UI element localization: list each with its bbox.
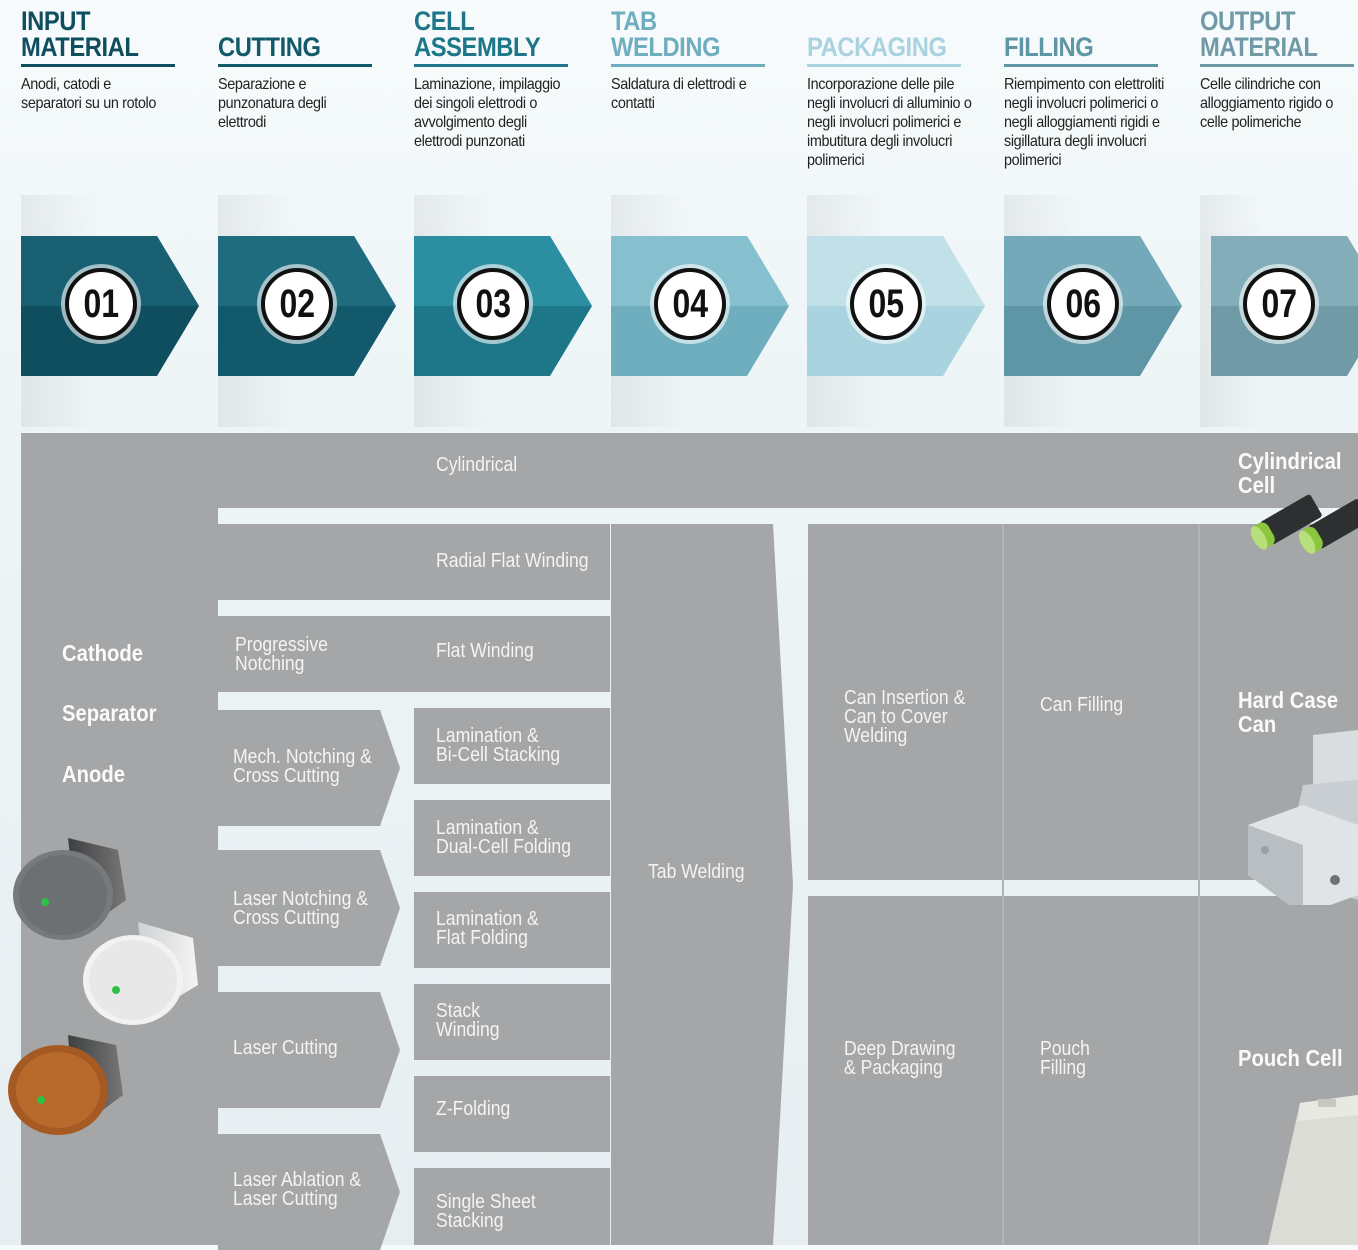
assembly-label: Single Sheet Stacking	[436, 1191, 536, 1232]
step-title: PACKAGING	[807, 32, 947, 62]
title-rule	[1200, 64, 1354, 67]
pouch-cell-icon	[1268, 1095, 1358, 1245]
cylindrical-cell-icon	[1250, 494, 1358, 554]
assembly-box	[414, 708, 610, 784]
cutting-progressive	[218, 616, 414, 692]
cutting-chevrons	[218, 710, 400, 1250]
packaging-label: Deep Drawing & Packaging	[844, 1038, 956, 1079]
cutting-label: Mech. Notching & Cross Cutting	[233, 746, 372, 787]
assembly-label: Z-Folding	[436, 1098, 511, 1120]
step-number-1: 01	[65, 268, 137, 340]
output-label-cylindrical: Cylindrical Cell	[1238, 448, 1342, 498]
filling-label: Pouch Filling	[1040, 1038, 1090, 1079]
assembly-label: Lamination & Bi-Cell Stacking	[436, 725, 561, 766]
step-header-5: PACKAGING Incorporazione delle pile negl…	[807, 8, 993, 170]
step-header-1: INPUT MATERIAL Anodi, catodi e separator…	[21, 8, 207, 113]
step-title: CUTTING	[218, 32, 321, 62]
assembly-box	[414, 616, 610, 692]
input-label-separator: Separator	[62, 700, 157, 726]
title-rule	[21, 64, 175, 67]
input-label-cathode: Cathode	[62, 640, 143, 666]
step-description: Anodi, catodi e separatori su un rotolo	[21, 76, 157, 112]
step-number-4: 04	[654, 268, 726, 340]
cutting-label: Laser Ablation & Laser Cutting	[233, 1169, 362, 1210]
material-rolls-icon	[8, 838, 198, 1135]
step-description: Separazione e punzonatura degli elettrod…	[218, 76, 327, 131]
step-number-5: 05	[850, 268, 922, 340]
assembly-label: Radial Flat Winding	[436, 550, 589, 572]
step-title: OUTPUT MATERIAL	[1200, 6, 1318, 62]
assembly-label: Flat Winding	[436, 640, 534, 662]
assembly-label: Stack Winding	[436, 1000, 500, 1041]
step-header-6: FILLING Riempimento con elettroliti negl…	[1004, 8, 1190, 170]
step-header-3: CELL ASSEMBLY Laminazione, impilaggio de…	[414, 8, 600, 151]
cutting-label: Laser Cutting	[233, 1037, 338, 1059]
assembly-box	[414, 1076, 610, 1152]
title-rule	[611, 64, 765, 67]
title-rule	[414, 64, 568, 67]
step-number-2: 02	[261, 268, 333, 340]
assembly-box	[414, 984, 610, 1060]
step-number-3: 03	[457, 268, 529, 340]
column-gap	[1002, 524, 1004, 1245]
step-description: Saldatura di elettrodi e contatti	[611, 76, 747, 112]
assembly-box	[414, 892, 610, 968]
step-title: FILLING	[1004, 32, 1094, 62]
cutting-blank	[218, 524, 414, 600]
step-header-2: CUTTING Separazione e punzonatura degli …	[218, 8, 404, 132]
step-header-7: OUTPUT MATERIAL Celle cilindriche con al…	[1200, 8, 1358, 132]
title-rule	[1004, 64, 1158, 67]
title-rule	[218, 64, 372, 67]
step-number-6: 06	[1047, 268, 1119, 340]
step-description: Celle cilindriche con alloggiamento rigi…	[1200, 76, 1333, 131]
cutting-label: Laser Notching & Cross Cutting	[233, 888, 369, 929]
cutting-label: Progressive Notching	[235, 634, 328, 675]
step-description: Incorporazione delle pile negli involucr…	[807, 76, 972, 169]
tab-welding-label: Tab Welding	[648, 861, 745, 883]
step-number-7: 07	[1243, 268, 1315, 340]
cylindrical-band	[218, 433, 1358, 508]
title-rule	[807, 64, 961, 67]
output-label-pouch: Pouch Cell	[1238, 1045, 1343, 1071]
step-title: INPUT MATERIAL	[21, 6, 139, 62]
column-gap	[1198, 524, 1200, 1245]
assembly-label: Cylindrical	[436, 454, 518, 476]
assembly-box	[414, 800, 610, 876]
step-header-4: TAB WELDING Saldatura di elettrodi e con…	[611, 8, 797, 113]
packaging-pouch	[808, 896, 1358, 1245]
assembly-label: Lamination & Dual-Cell Folding	[436, 817, 571, 858]
assembly-box	[414, 524, 610, 600]
input-label-anode: Anode	[62, 761, 125, 787]
step-description: Laminazione, impilaggio dei singoli elet…	[414, 76, 561, 150]
assembly-box	[414, 1168, 610, 1245]
step-description: Riempimento con elettroliti negli involu…	[1004, 76, 1164, 169]
step-title: TAB WELDING	[611, 6, 721, 62]
tab-welding-arrow	[611, 524, 793, 1245]
packaging-label: Can Insertion & Can to Cover Welding	[844, 687, 966, 747]
assembly-label: Lamination & Flat Folding	[436, 908, 539, 949]
filling-label: Can Filling	[1040, 694, 1124, 716]
hard-case-can-icon	[1248, 730, 1358, 905]
output-label-hard-case: Hard Case Can	[1238, 687, 1339, 737]
step-title: CELL ASSEMBLY	[414, 6, 541, 62]
